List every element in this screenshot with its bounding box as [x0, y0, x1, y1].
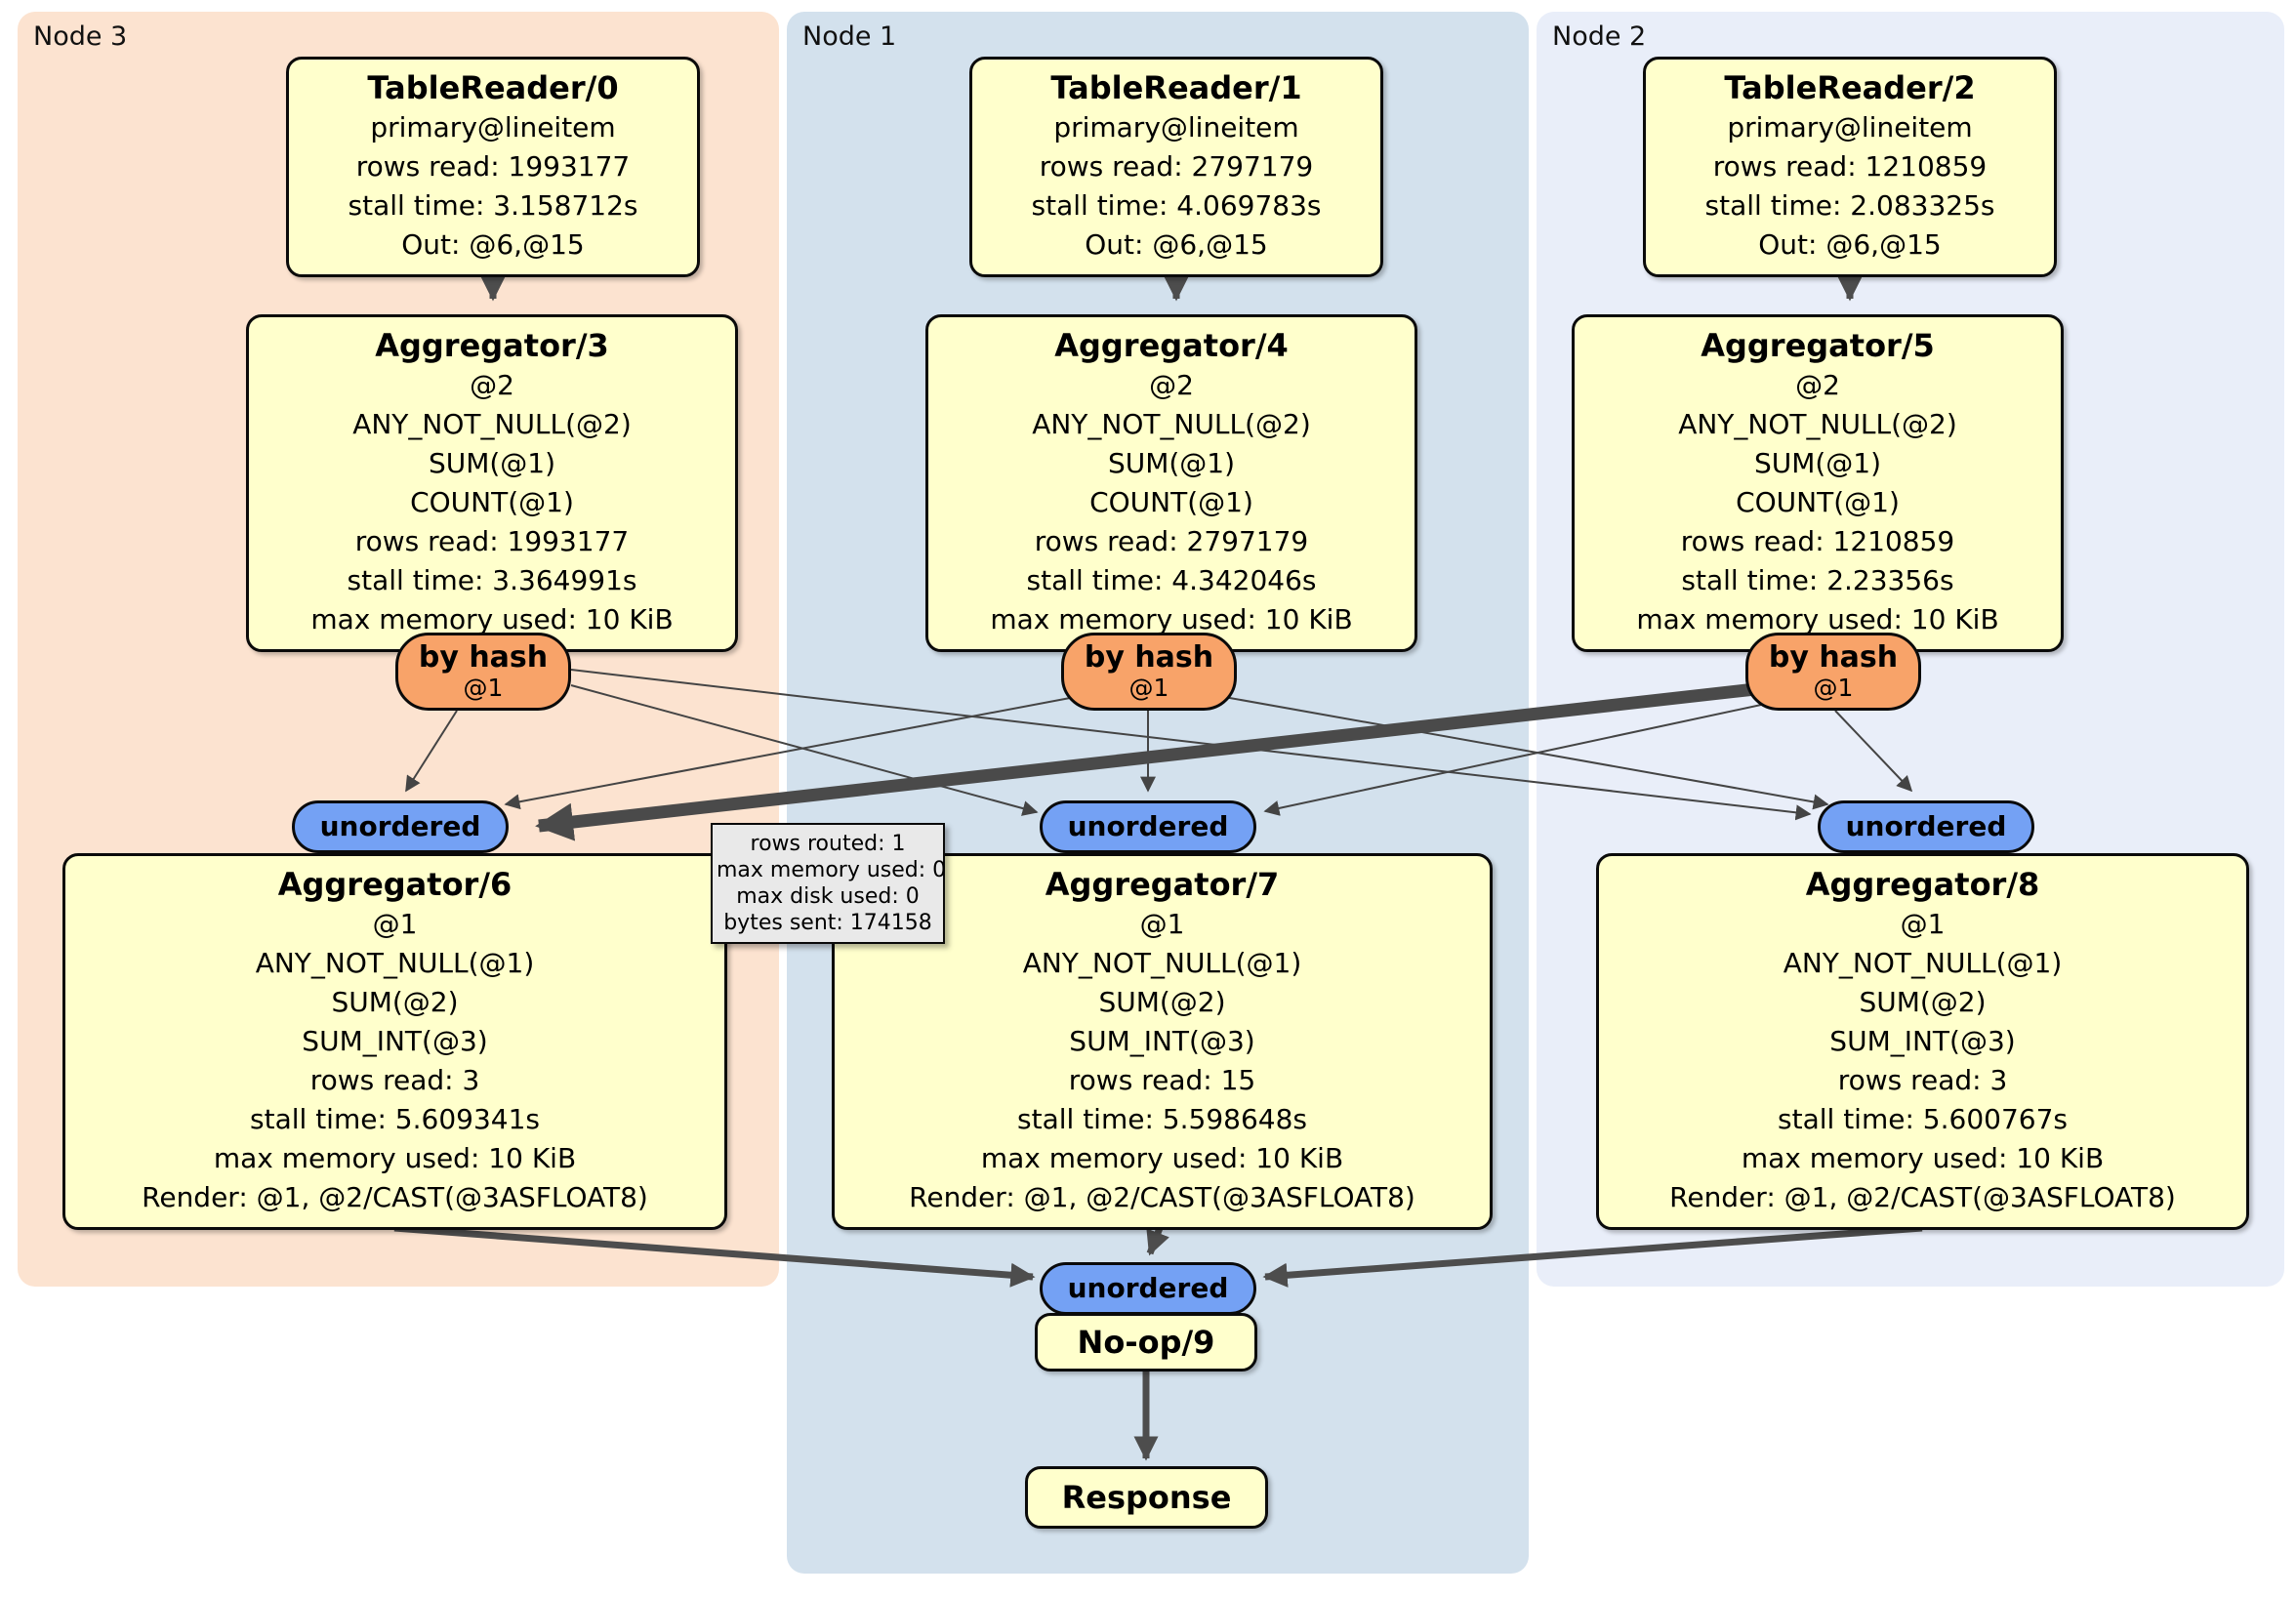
processor-line: stall time: 3.364991s: [347, 564, 637, 596]
processor-line: max memory used: 10 KiB: [980, 1142, 1344, 1174]
processor-title: TableReader/2: [1724, 69, 1976, 106]
unordered-sync-node3[interactable]: unordered: [292, 800, 509, 853]
tooltip-line: rows routed: 1: [750, 832, 906, 856]
processor-line: stall time: 4.342046s: [1026, 564, 1317, 596]
processor-line: COUNT(@1): [1736, 486, 1900, 518]
node1-label: Node 1: [802, 21, 897, 52]
processor-line: SUM(@2): [1859, 986, 1987, 1018]
processor-aggregator-6[interactable]: Aggregator/6 @1 ANY_NOT_NULL(@1) SUM(@2)…: [62, 853, 727, 1230]
processor-title: Aggregator/8: [1805, 866, 2040, 903]
processor-line: max memory used: 10 KiB: [1636, 603, 1999, 635]
processor-line: Render: @1, @2/CAST(@3ASFLOAT8): [909, 1181, 1415, 1213]
processor-line: stall time: 5.598648s: [1017, 1103, 1307, 1135]
processor-line: max memory used: 10 KiB: [990, 603, 1353, 635]
processor-line: COUNT(@1): [410, 486, 574, 518]
unordered-sync-final[interactable]: unordered: [1040, 1262, 1256, 1315]
processor-line: @1: [1139, 908, 1185, 940]
processor-tablereader-1[interactable]: TableReader/1 primary@lineitem rows read…: [969, 57, 1383, 277]
processor-line: max memory used: 10 KiB: [310, 603, 674, 635]
processor-line: primary@lineitem: [1053, 111, 1299, 143]
hash-router-node2[interactable]: by hash @1: [1745, 633, 1921, 711]
processor-line: rows read: 3: [1837, 1064, 2008, 1096]
processor-line: Out: @6,@15: [401, 228, 585, 261]
processor-line: SUM(@2): [1098, 986, 1226, 1018]
processor-line: stall time: 4.069783s: [1031, 189, 1322, 222]
processor-line: ANY_NOT_NULL(@2): [1032, 408, 1311, 440]
processor-response[interactable]: Response: [1025, 1466, 1268, 1529]
processor-line: primary@lineitem: [370, 111, 616, 143]
processor-line: COUNT(@1): [1089, 486, 1253, 518]
processor-tablereader-2[interactable]: TableReader/2 primary@lineitem rows read…: [1643, 57, 2057, 277]
unordered-sync-node1[interactable]: unordered: [1040, 800, 1256, 853]
processor-line: stall time: 5.609341s: [250, 1103, 540, 1135]
tooltip-line: max disk used: 0: [736, 884, 920, 909]
processor-line: Out: @6,@15: [1085, 228, 1268, 261]
processor-title: TableReader/0: [367, 69, 619, 106]
processor-line: rows read: 2797179: [1039, 150, 1314, 183]
hash-router-node1[interactable]: by hash @1: [1061, 633, 1237, 711]
processor-aggregator-3[interactable]: Aggregator/3 @2 ANY_NOT_NULL(@2) SUM(@1)…: [246, 314, 738, 652]
processor-aggregator-5[interactable]: Aggregator/5 @2 ANY_NOT_NULL(@2) SUM(@1)…: [1572, 314, 2064, 652]
processor-title: Aggregator/5: [1701, 327, 1935, 364]
processor-line: rows read: 1210859: [1712, 150, 1988, 183]
processor-title: TableReader/1: [1050, 69, 1302, 106]
processor-noop-9[interactable]: No-op/9: [1035, 1313, 1257, 1372]
hash-router-column: @1: [463, 674, 504, 702]
processor-title: Aggregator/7: [1045, 866, 1280, 903]
processor-line: primary@lineitem: [1727, 111, 1973, 143]
node2-label: Node 2: [1552, 21, 1647, 52]
processor-line: @2: [470, 369, 514, 401]
processor-aggregator-4[interactable]: Aggregator/4 @2 ANY_NOT_NULL(@2) SUM(@1)…: [925, 314, 1417, 652]
processor-line: SUM_INT(@3): [302, 1025, 488, 1057]
processor-line: @2: [1795, 369, 1840, 401]
processor-title: Aggregator/4: [1054, 327, 1289, 364]
processor-line: max memory used: 10 KiB: [1741, 1142, 2105, 1174]
hash-router-column: @1: [1128, 674, 1169, 702]
hash-router-column: @1: [1813, 674, 1854, 702]
processor-line: rows read: 1993177: [354, 525, 630, 557]
processor-line: SUM(@1): [428, 447, 556, 479]
processor-line: stall time: 2.23356s: [1681, 564, 1954, 596]
processor-line: stall time: 5.600767s: [1778, 1103, 2068, 1135]
processor-line: SUM(@2): [331, 986, 459, 1018]
processor-line: Out: @6,@15: [1758, 228, 1942, 261]
processor-line: SUM_INT(@3): [1829, 1025, 2016, 1057]
processor-line: ANY_NOT_NULL(@2): [1678, 408, 1957, 440]
tooltip-line: bytes sent: 174158: [723, 911, 932, 935]
processor-line: rows read: 2797179: [1034, 525, 1309, 557]
processor-line: Render: @1, @2/CAST(@3ASFLOAT8): [142, 1181, 648, 1213]
processor-aggregator-8[interactable]: Aggregator/8 @1 ANY_NOT_NULL(@1) SUM(@2)…: [1596, 853, 2249, 1230]
processor-line: ANY_NOT_NULL(@1): [1022, 947, 1302, 979]
hash-router-label: by hash: [1084, 640, 1214, 675]
hash-router-label: by hash: [418, 640, 549, 675]
processor-line: SUM(@1): [1107, 447, 1236, 479]
processor-line: rows read: 3: [309, 1064, 480, 1096]
hash-router-label: by hash: [1768, 640, 1899, 675]
unordered-sync-node2[interactable]: unordered: [1818, 800, 2034, 853]
processor-line: rows read: 15: [1068, 1064, 1256, 1096]
processor-line: @1: [1900, 908, 1946, 940]
processor-line: SUM(@1): [1753, 447, 1882, 479]
node3-label: Node 3: [33, 21, 128, 52]
processor-line: ANY_NOT_NULL(@2): [352, 408, 632, 440]
processor-line: stall time: 3.158712s: [348, 189, 638, 222]
processor-line: @1: [372, 908, 418, 940]
processor-title: Response: [1061, 1479, 1232, 1516]
processor-line: ANY_NOT_NULL(@1): [255, 947, 535, 979]
processor-title: No-op/9: [1077, 1324, 1215, 1361]
processor-line: ANY_NOT_NULL(@1): [1783, 947, 2063, 979]
processor-line: rows read: 1993177: [355, 150, 631, 183]
processor-title: Aggregator/6: [277, 866, 512, 903]
processor-tablereader-0[interactable]: TableReader/0 primary@lineitem rows read…: [286, 57, 700, 277]
hash-router-node3[interactable]: by hash @1: [395, 633, 571, 711]
processor-line: max memory used: 10 KiB: [213, 1142, 577, 1174]
processor-line: rows read: 1210859: [1680, 525, 1955, 557]
processor-line: Render: @1, @2/CAST(@3ASFLOAT8): [1669, 1181, 2176, 1213]
edge-stats-tooltip: rows routed: 1 max memory used: 0 max di…: [711, 823, 947, 944]
processor-line: @2: [1149, 369, 1194, 401]
processor-line: SUM_INT(@3): [1069, 1025, 1255, 1057]
tooltip-line: max memory used: 0: [717, 858, 947, 882]
processor-line: stall time: 2.083325s: [1704, 189, 1995, 222]
processor-title: Aggregator/3: [375, 327, 609, 364]
